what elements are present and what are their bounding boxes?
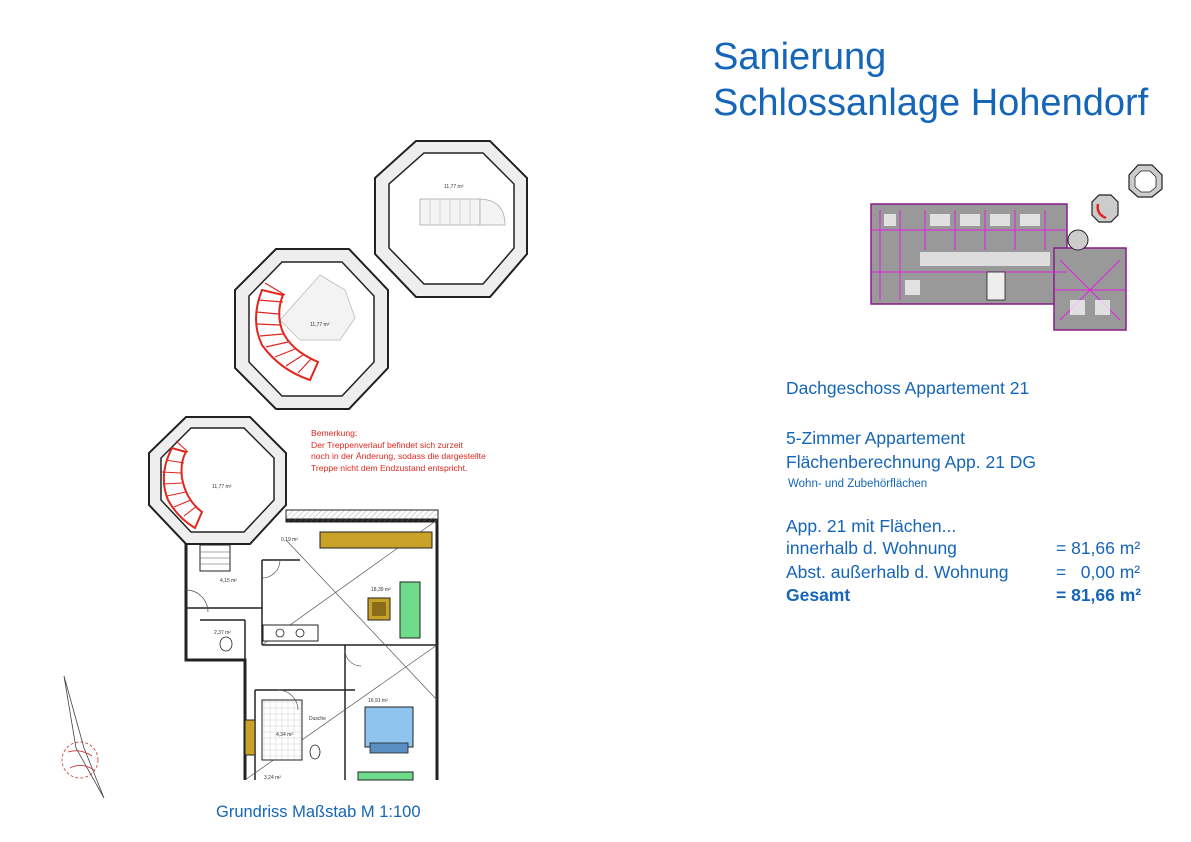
area-row-outside: Abst. außerhalb d. Wohnung = 0,00 m² xyxy=(786,562,1166,583)
area-label: 16,91 m² xyxy=(368,698,388,704)
area-label: 11,77 m² xyxy=(310,322,330,328)
area-label: 0,19 m² xyxy=(281,537,298,543)
area-row-value: = 0,00 m² xyxy=(1056,562,1141,582)
calc-subtitle: Wohn- und Zubehörflächen xyxy=(788,478,928,490)
apartment-plan: 11,77 m² xyxy=(148,416,439,781)
area-label: Dusche xyxy=(309,716,326,722)
title-line-2: Schlossanlage Hohendorf xyxy=(713,82,1149,124)
area-label: 11,77 m² xyxy=(444,184,464,190)
area-row-label: Gesamt xyxy=(786,585,851,605)
tower-top: 11,77 m² xyxy=(374,140,528,298)
tower-mid: 11,77 m² xyxy=(234,248,389,410)
remark-line: noch in der Änderung, sodass die dargest… xyxy=(311,451,486,462)
north-arrow-icon xyxy=(61,675,105,799)
project-title: Sanierung Schlossanlage Hohendorf xyxy=(713,34,1148,126)
areas-intro: App. 21 mit Flächen... xyxy=(786,516,957,536)
apartment-type: 5-Zimmer Appartement xyxy=(786,428,965,448)
area-row-value: = 81,66 m² xyxy=(1056,538,1141,558)
calc-title: Flächenberechnung App. 21 DG xyxy=(786,452,1037,472)
area-label: 4,34 m² xyxy=(276,732,293,738)
area-row-total: Gesamt = 81,66 m² xyxy=(786,585,1166,606)
area-label: 2,37 m² xyxy=(214,630,231,636)
scale-caption: Grundriss Maßstab M 1:100 xyxy=(216,803,421,821)
remark-line: Der Treppenverlauf befindet sich zurzeit xyxy=(311,439,463,450)
site-overview-map xyxy=(870,164,1163,331)
remark-line: Bemerkung: xyxy=(311,428,358,438)
area-row-label: innerhalb d. Wohnung xyxy=(786,538,957,558)
remark-line: Treppe nicht dem Endzustand entspricht. xyxy=(311,462,468,473)
area-label: 18,39 m² xyxy=(371,587,391,593)
area-label: 3,24 m² xyxy=(264,775,281,781)
stair-remark: Bemerkung: Der Treppenverlauf befindet s… xyxy=(311,428,486,474)
area-row-inside: innerhalb d. Wohnung = 81,66 m² xyxy=(786,538,1166,559)
floor-label: Dachgeschoss Appartement 21 xyxy=(786,378,1030,398)
area-label: 4,15 m² xyxy=(220,578,237,584)
area-row-label: Abst. außerhalb d. Wohnung xyxy=(786,562,1009,582)
area-label: 11,77 m² xyxy=(212,484,232,490)
area-row-value: = 81,66 m² xyxy=(1056,585,1142,605)
title-line-1: Sanierung xyxy=(713,36,887,78)
